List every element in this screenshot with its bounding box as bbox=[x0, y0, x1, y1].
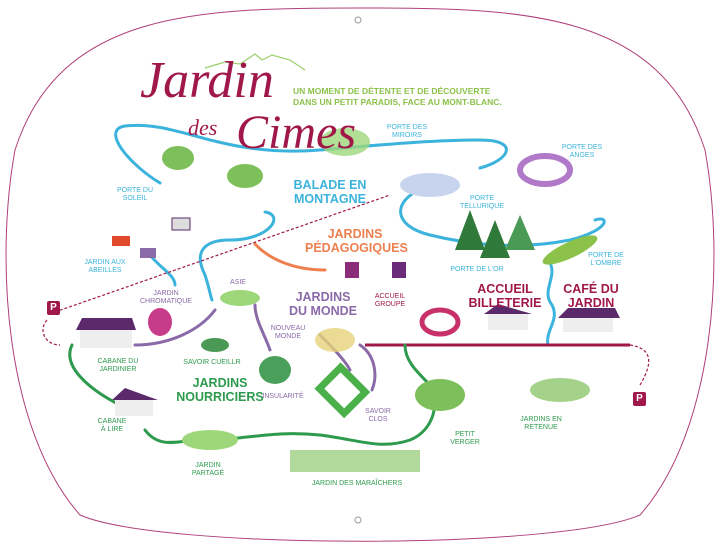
zone-nourriciers: JARDINS NOURRICIERS bbox=[176, 376, 264, 405]
label-porte-soleil: PORTE DU SOLEIL bbox=[116, 187, 154, 203]
vegetation bbox=[148, 128, 598, 472]
title-cimes: Cimes bbox=[236, 106, 356, 159]
zone-accueil-billeterie[interactable]: ACCUEIL BILLETERIE bbox=[468, 282, 542, 311]
label-porte-anges: PORTE DES ANGES bbox=[561, 144, 603, 160]
label-insularite: INSULARITÉ bbox=[262, 393, 304, 400]
sign-outline bbox=[5, 7, 715, 542]
label-porte-or: PORTE DE L'OR bbox=[450, 266, 504, 273]
label-cabane-lire: CABANE À LIRE bbox=[97, 418, 127, 434]
label-petit-verger: PETIT VERGER bbox=[450, 431, 480, 447]
label-jardins-retenue: JARDINS EN RETENUE bbox=[520, 416, 562, 432]
label-asie: ASIE bbox=[230, 279, 246, 286]
tagline-line2: DANS UN PETIT PARADIS, FACE AU MONT-BLAN… bbox=[293, 97, 502, 108]
tagline-line1: UN MOMENT DE DÉTENTE ET DE DÉCOUVERTE bbox=[293, 86, 491, 96]
zone-cafe[interactable]: CAFÉ DU JARDIN bbox=[563, 282, 619, 311]
label-savoir-clos: SAVOIR CLOS bbox=[365, 408, 391, 424]
trail-monde bbox=[133, 303, 377, 392]
label-jardin-partage: JARDIN PARTAGÉ bbox=[191, 462, 225, 478]
zone-monde: JARDINS DU MONDE bbox=[288, 290, 358, 319]
label-maraichers: JARDIN DES MARAÎCHERS bbox=[311, 480, 403, 487]
zone-balade: BALADE EN MONTAGNE bbox=[293, 178, 367, 207]
dashed-path-right bbox=[629, 344, 650, 386]
logo-title: Jardin des Cimes bbox=[140, 52, 356, 160]
label-nouveau-monde: NOUVEAU MONDE bbox=[270, 325, 306, 341]
parking-left[interactable]: P bbox=[47, 301, 60, 315]
label-savoir-cueillir: SAVOIR CUEILLR bbox=[183, 359, 241, 366]
mountain-outline bbox=[204, 53, 306, 71]
trail-pedagogique bbox=[253, 242, 327, 272]
label-porte-miroirs: PORTE DES MIROIRS bbox=[386, 124, 428, 140]
label-chromatique: JARDIN CHROMATIQUE bbox=[140, 290, 192, 306]
trail-branch bbox=[148, 210, 276, 302]
title-des: des bbox=[188, 115, 218, 140]
parking-right[interactable]: P bbox=[633, 392, 646, 406]
label-abeilles: JARDIN AUX ABEILLES bbox=[84, 259, 126, 275]
buildings bbox=[76, 217, 620, 416]
label-accueil-groupe: ACCUEIL GROUPE bbox=[374, 293, 406, 309]
label-porte-tellurique: PORTE TELLURIQUE bbox=[460, 195, 504, 211]
zone-pedagogiques: JARDINS PÉDAGOGIQUES bbox=[305, 227, 408, 256]
dashed-path-left bbox=[42, 194, 391, 346]
label-cabane-jardinier: CABANE DU JARDINIER bbox=[97, 358, 139, 374]
label-porte-ombre: PORTE DE L'OMBRE bbox=[588, 252, 624, 268]
tagline: UN MOMENT DE DÉTENTE ET DE DÉCOUVERTE DA… bbox=[293, 86, 502, 108]
mount-hole-top bbox=[354, 16, 362, 24]
mount-hole-bottom bbox=[354, 516, 362, 524]
title-jardin: Jardin bbox=[140, 52, 274, 109]
